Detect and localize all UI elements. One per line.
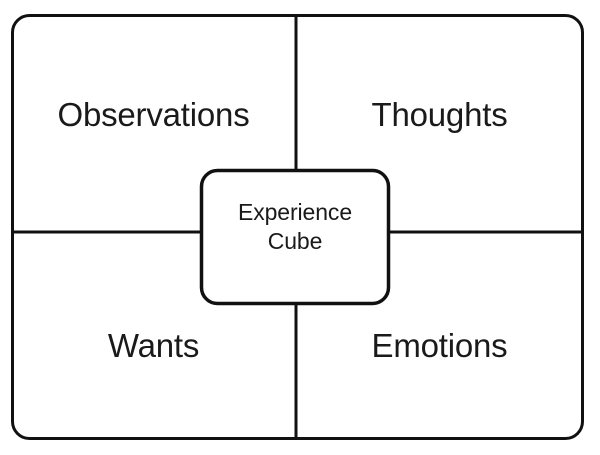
- center-box-label: Experience Cube: [203, 198, 387, 256]
- center-box: [199, 168, 391, 306]
- center-label-line-2: Cube: [267, 227, 323, 254]
- quadrant-label-thoughts: Thoughts: [371, 96, 508, 133]
- quadrant-label-emotions: Emotions: [371, 327, 508, 364]
- center-label-line-1: Experience: [237, 199, 353, 225]
- quadrant-label-observations: Observations: [57, 96, 250, 133]
- quadrant-label-wants: Wants: [107, 327, 200, 364]
